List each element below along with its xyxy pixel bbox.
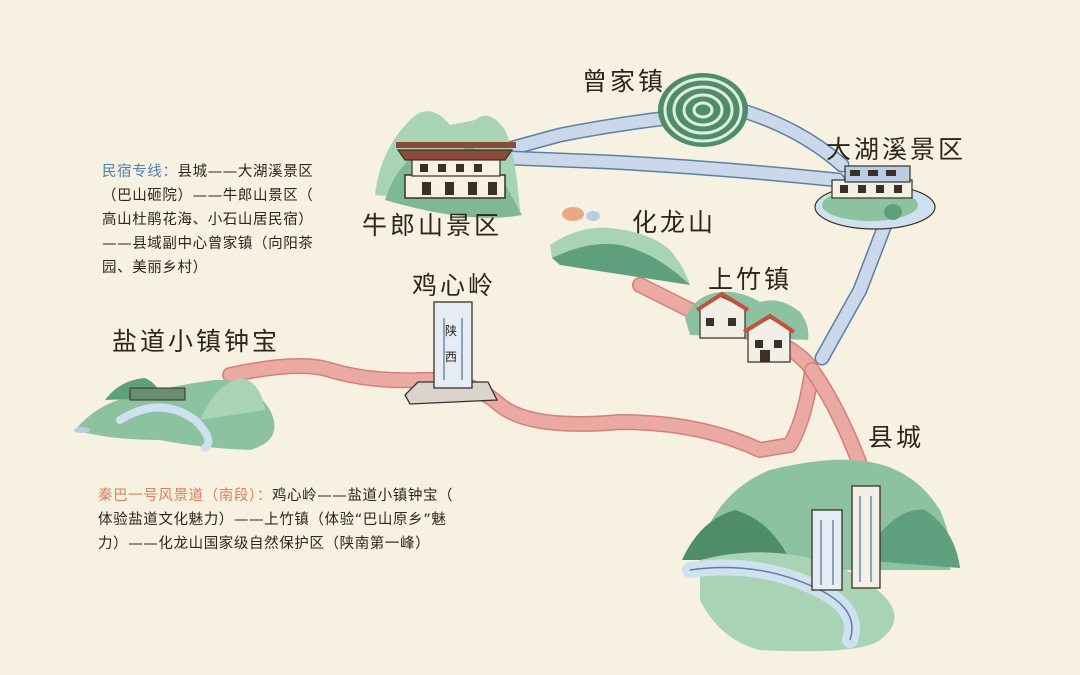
- xiancheng-illustration: [682, 459, 960, 652]
- legend-qinba-line: 力）——化龙山国家级自然保护区（陕南第一峰）: [98, 536, 431, 552]
- legend-minsu-line: 高山杜鹃花海、小石山居民宿）: [102, 212, 314, 228]
- jixin-stele-illustration: [404, 301, 499, 405]
- niulang-illustration: [375, 111, 522, 218]
- legend-qinba-line: 体验盐道文化魅力）——上竹镇（体验“巴山原乡”魅: [98, 512, 447, 528]
- legend-minsu-route: 民宿专线：县城——大湖溪景区 （巴山砸院）——牛郎山景区（ 高山杜鹃花海、小石山…: [102, 160, 313, 280]
- dahuxi-illustration: [814, 165, 936, 230]
- legend-qinba-title: 秦巴一号风景道（南段）：: [98, 488, 272, 504]
- stele-text-xi: 西: [445, 350, 458, 364]
- shangzhu-illustration: [685, 291, 809, 363]
- place-label-zengjia: 曾家镇: [582, 67, 667, 96]
- legend-minsu-line: ——县域副中心曾家镇（向阳茶: [102, 236, 314, 252]
- legend-minsu-line: 园、美丽乡村）: [102, 260, 208, 276]
- place-label-niulang: 牛郎山景区: [362, 211, 503, 240]
- legend-minsu-line: （巴山砸院）——牛郎山景区（: [102, 188, 314, 204]
- hualong-illustration: [550, 207, 690, 285]
- zengjia-hill-illustration: [658, 73, 748, 147]
- yandao-illustration: [74, 378, 275, 452]
- legend-qinba-route: 秦巴一号风景道（南段）：鸡心岭——盐道小镇钟宝（ 体验盐道文化魅力）——上竹镇（…: [98, 484, 453, 556]
- legend-qinba-line: 鸡心岭——盐道小镇钟宝（: [271, 488, 454, 504]
- legend-minsu-line: 县城——大湖溪景区: [177, 164, 314, 180]
- stele-text-shaan: 陕: [445, 324, 458, 338]
- place-label-shangzhu: 上竹镇: [708, 265, 793, 294]
- place-label-jixin: 鸡心岭: [412, 271, 497, 300]
- blue-route: [497, 102, 893, 366]
- place-label-hualong: 化龙山: [632, 208, 717, 237]
- pink-route: [222, 277, 870, 478]
- place-label-yandao: 盐道小镇钟宝: [112, 327, 281, 356]
- legend-minsu-title: 民宿专线：: [102, 164, 178, 180]
- place-label-dahuxi: 大湖溪景区: [826, 135, 967, 164]
- place-label-xiancheng: 县城: [868, 423, 925, 452]
